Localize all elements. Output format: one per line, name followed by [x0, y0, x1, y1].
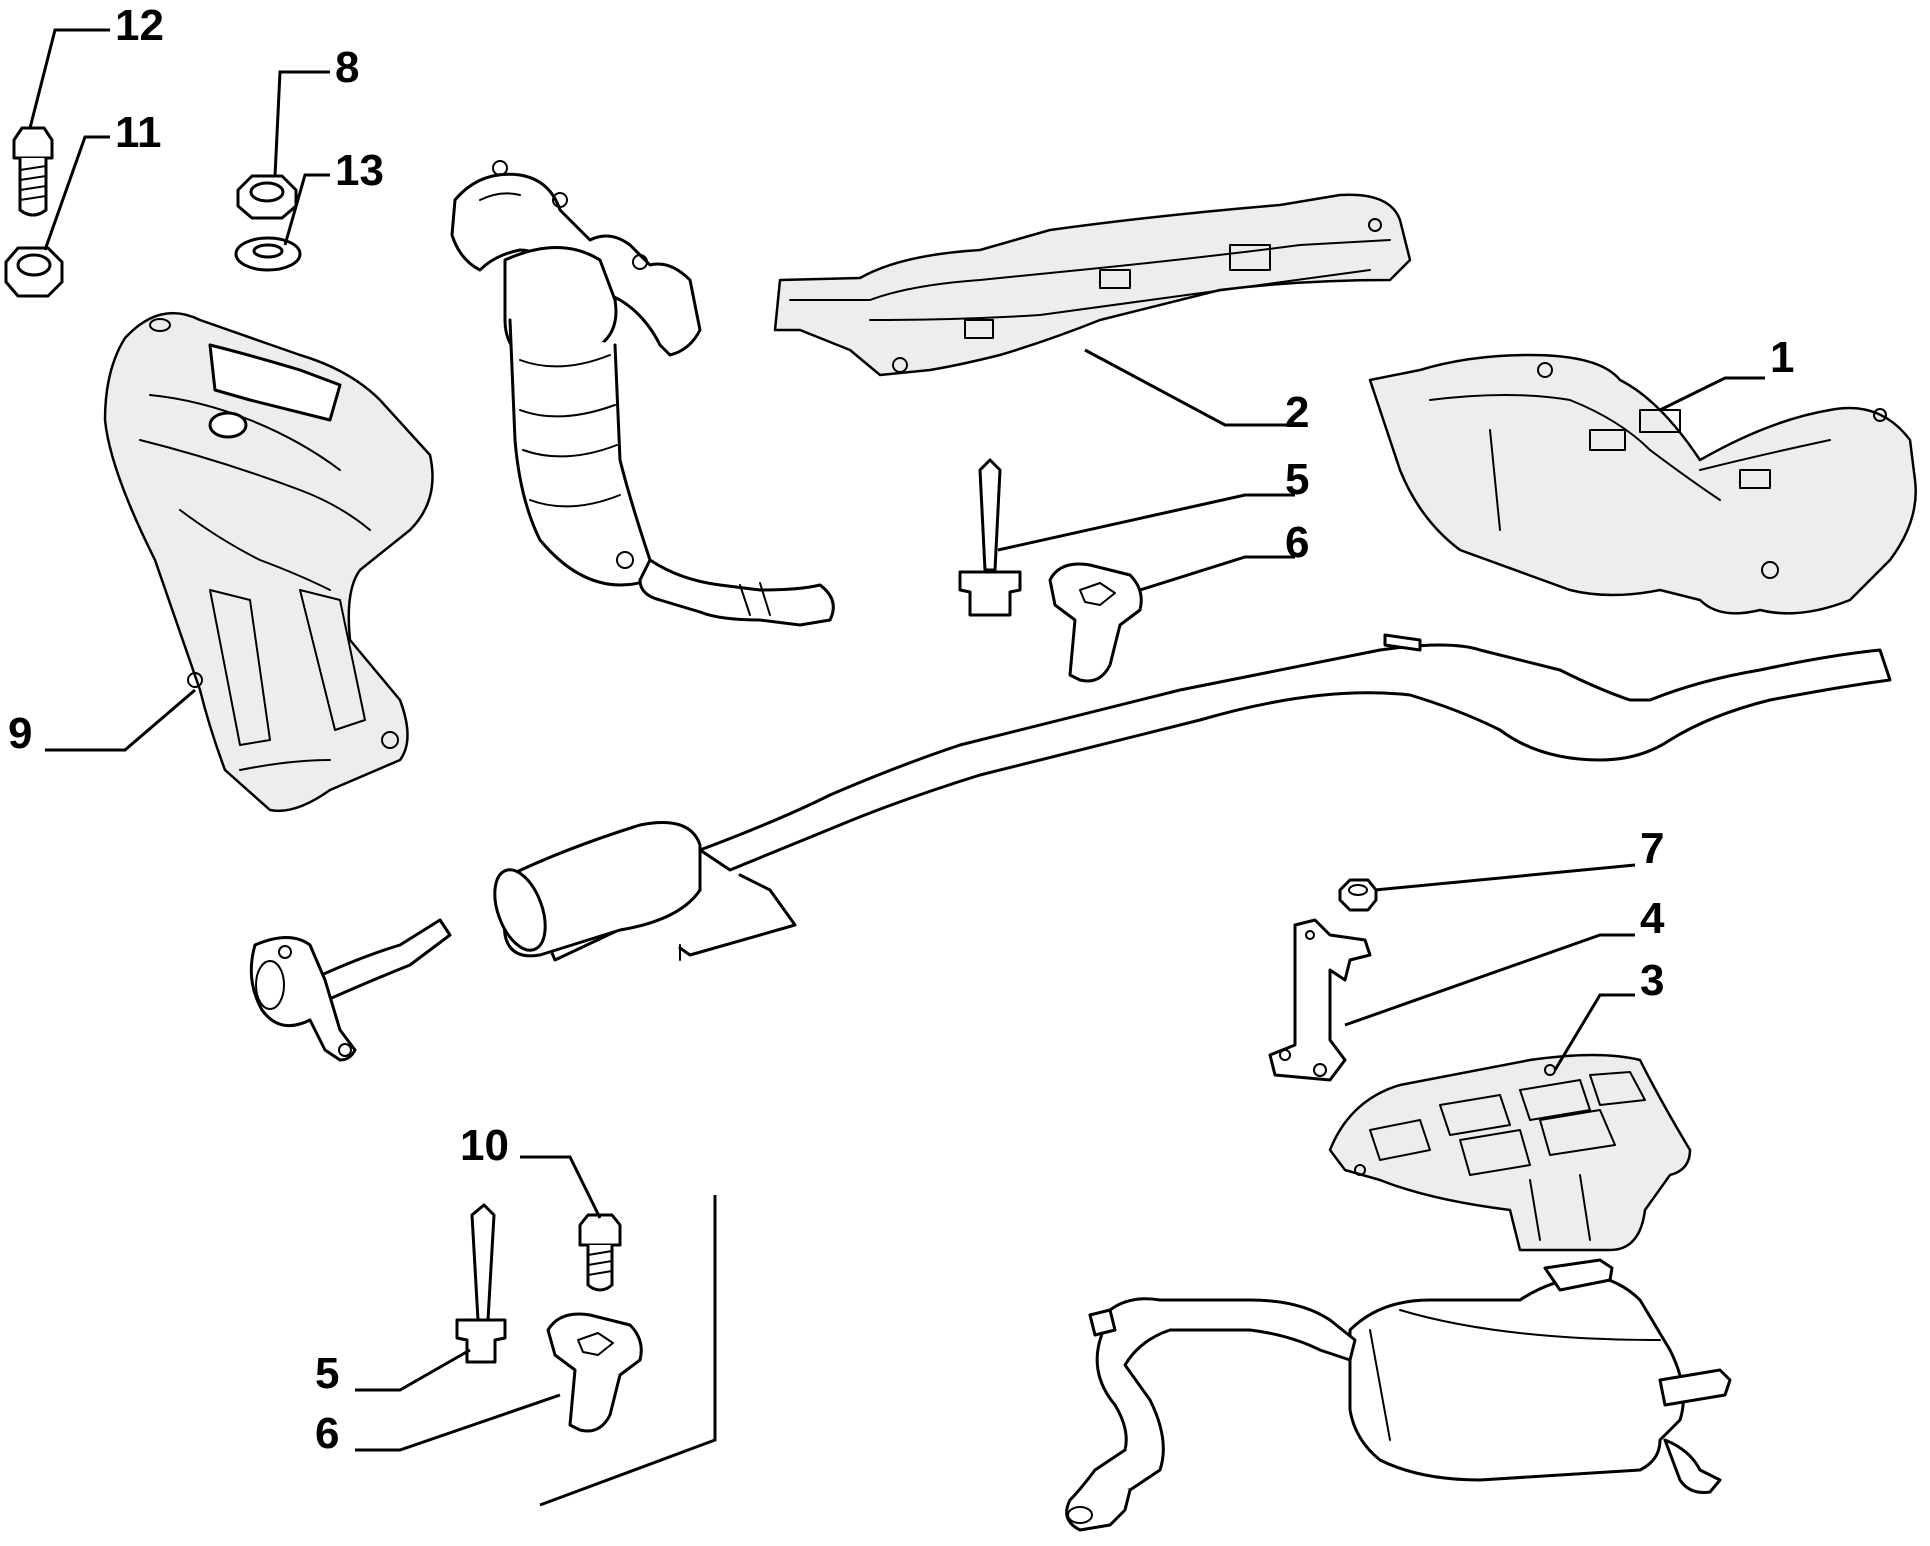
part-6-rubber-mount-lower[interactable]: [546, 1312, 643, 1433]
callout-11: 11: [115, 108, 162, 157]
part-5-pin-lower[interactable]: [455, 1203, 507, 1364]
part-10-bolt[interactable]: [578, 1213, 622, 1292]
part-9-manifold-heat-shield[interactable]: [103, 311, 434, 812]
callout-labels: 12 11 8 13 1 2 5 6 9 7 4 3 10 5 6: [8, 1, 1794, 1458]
callout-7: 7: [1640, 824, 1664, 873]
callout-3: 3: [1640, 956, 1664, 1005]
part-7-nut[interactable]: [1338, 878, 1378, 912]
part-6-rubber-mount-upper[interactable]: [1048, 562, 1143, 683]
divider-line: [539, 1195, 717, 1507]
part-11-nut[interactable]: [4, 246, 64, 298]
callout-5-lower: 5: [315, 1349, 339, 1398]
callout-6-lower: 6: [315, 1409, 339, 1458]
callout-10: 10: [460, 1121, 509, 1170]
part-2-heat-shield-upper[interactable]: [773, 193, 1412, 377]
exhaust-front-pipe-resonator[interactable]: [249, 633, 1892, 1062]
callout-13: 13: [335, 146, 384, 195]
callout-9: 9: [8, 709, 32, 758]
callout-1: 1: [1770, 333, 1794, 382]
callout-5-upper: 5: [1285, 455, 1309, 504]
callout-6-upper: 6: [1285, 518, 1309, 567]
part-12-bolt[interactable]: [12, 126, 54, 217]
leader-lines: [28, 28, 1765, 1452]
rear-muffler-tailpipe[interactable]: [1065, 1258, 1732, 1532]
part-5-pin-upper[interactable]: [958, 458, 1022, 617]
part-13-washer[interactable]: [234, 236, 302, 272]
callout-2: 2: [1285, 388, 1309, 437]
callout-12: 12: [115, 1, 164, 50]
part-1-heat-shield-lower[interactable]: [1368, 353, 1917, 615]
part-8-nut[interactable]: [236, 174, 298, 220]
part-4-bracket[interactable]: [1268, 918, 1372, 1082]
part-3-heat-shield-rear[interactable]: [1328, 1053, 1692, 1252]
callout-8: 8: [335, 43, 359, 92]
exhaust-manifold-catalytic-converter[interactable]: [450, 160, 835, 627]
callout-4: 4: [1640, 894, 1665, 943]
